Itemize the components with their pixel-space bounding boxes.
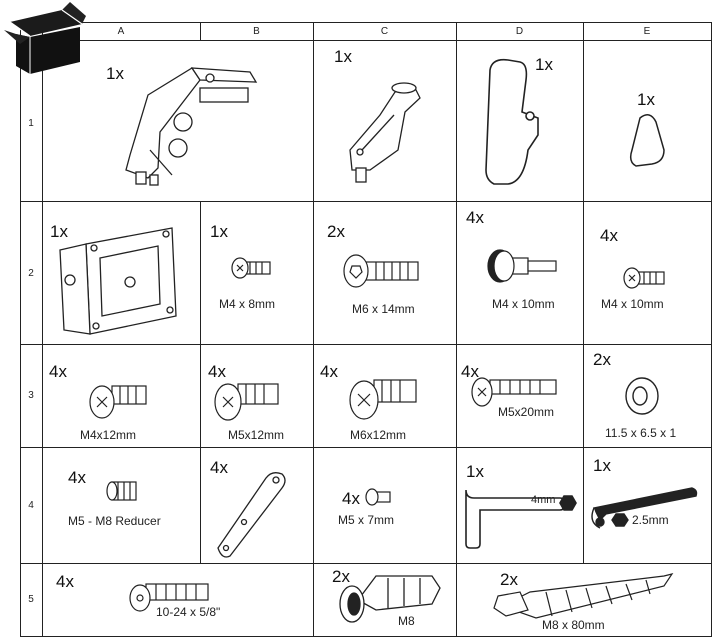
qty-e4: 1x [593, 456, 611, 475]
qty-d4: 1x [466, 462, 484, 481]
label-e4: 2.5mm [632, 513, 669, 527]
screw-m6x12-drawing [349, 379, 417, 420]
qty-c2: 2x [327, 222, 345, 241]
row-header-4: 4 [28, 500, 34, 511]
hook-bracket-drawing [485, 58, 539, 185]
rubber-pad-drawing [629, 114, 665, 167]
lag-screw-drawing [493, 573, 674, 619]
arm-extension-drawing [349, 82, 421, 183]
qty-e2: 4x [600, 226, 618, 245]
column-header-e: E [643, 26, 651, 37]
label-e2: M4 x 10mm [601, 297, 664, 311]
qty-c3: 4x [320, 362, 338, 381]
vesa-plate-drawing [59, 227, 177, 335]
label-d2: M4 x 10mm [492, 297, 555, 311]
label-d5: M8 x 80mm [542, 618, 605, 632]
qty-a3: 4x [49, 362, 67, 381]
qty-e3: 2x [593, 350, 611, 369]
screw-m5x20-drawing [471, 377, 557, 407]
qty-a2: 1x [50, 222, 68, 241]
screw-m6x14-drawing [343, 254, 419, 288]
row-header-3: 3 [28, 390, 34, 401]
column-header-c: C [380, 26, 389, 37]
qty-d2: 4x [466, 208, 484, 227]
label-c4: M5 x 7mm [338, 513, 395, 527]
hex-key-2.5mm-drawing [591, 487, 698, 529]
column-header-d: D [515, 26, 524, 37]
screw-m4x8-drawing [231, 257, 271, 279]
label-b2: M4 x 8mm [219, 297, 276, 311]
label-d3: M5x20mm [498, 405, 555, 419]
screw-m5x12-drawing [214, 383, 279, 421]
qty-d5: 2x [500, 570, 518, 589]
label-b3: M5x12mm [228, 428, 285, 442]
row-header-5: 5 [28, 594, 34, 605]
qty-c5: 2x [332, 567, 350, 586]
screw-m4x10-drawing [623, 267, 665, 289]
qty-e1: 1x [637, 90, 655, 109]
label-c3: M6x12mm [350, 428, 407, 442]
screw-m4x12-drawing [89, 385, 147, 419]
qty-a4: 4x [68, 468, 86, 487]
label-a4: M5 - M8 Reducer [68, 514, 161, 528]
arm-assembly-drawing [125, 67, 258, 186]
column-header-b: B [253, 26, 260, 37]
qty-a1: 1x [106, 64, 124, 83]
reducer-drawing [106, 481, 137, 501]
qty-b2: 1x [210, 222, 228, 241]
label-c5: M8 [398, 614, 415, 628]
label-e3: 11.5 x 6.5 x 1 [605, 426, 677, 440]
label-d4: 4mm [531, 494, 556, 506]
washer-drawing [625, 377, 659, 415]
link-plate-drawing [217, 472, 286, 558]
qty-d1: 1x [535, 55, 553, 74]
box-icon [4, 2, 86, 74]
wall-anchor-drawing [339, 575, 441, 623]
column-header-a: A [117, 26, 125, 37]
hex-key-4mm-drawing [465, 489, 577, 549]
qty-c1: 1x [334, 47, 352, 66]
screw-10-24-drawing [129, 583, 209, 612]
label-a3: M4x12mm [80, 428, 137, 442]
qty-b4: 4x [210, 458, 228, 477]
thumb-screw-drawing [487, 249, 557, 283]
qty-a5: 4x [56, 572, 74, 591]
label-a5: 10-24 x 5/8" [156, 605, 221, 619]
screw-m5x7-drawing [365, 488, 391, 506]
qty-c4: 4x [342, 489, 360, 508]
row-header-1: 1 [28, 118, 34, 129]
label-c2: M6 x 14mm [352, 302, 415, 316]
qty-d3: 4x [461, 362, 479, 381]
qty-b3: 4x [208, 362, 226, 381]
row-header-2: 2 [28, 268, 34, 279]
